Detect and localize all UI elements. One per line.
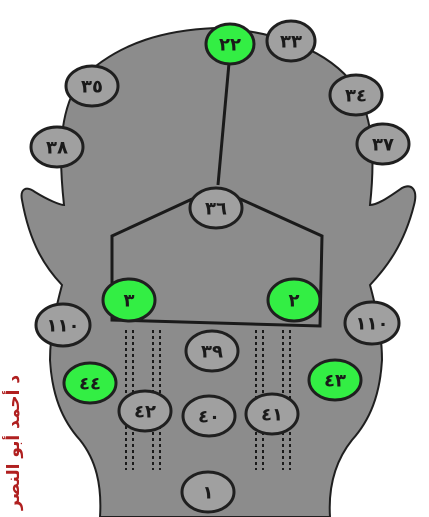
point-node-label: ٣٩	[201, 342, 223, 363]
point-node-n40: ٤٠	[181, 394, 237, 438]
point-node-label: ٣٨	[46, 138, 68, 159]
connector-lines	[110, 51, 324, 328]
point-node-label: ٤٤	[79, 374, 101, 395]
point-node-n42: ٤٢	[117, 389, 173, 433]
point-node-label: ٣٥	[81, 77, 103, 98]
point-node-circle	[343, 300, 401, 346]
point-node-label: ٤١	[261, 405, 283, 426]
dashed-channels	[125, 330, 291, 470]
point-node-label: ٤٣	[324, 371, 346, 392]
point-node-circle	[188, 186, 244, 230]
author-watermark: د أحمد أبو النصر	[4, 374, 24, 510]
point-node-label: ١	[203, 483, 214, 504]
point-node-circle	[244, 392, 300, 436]
point-node-circle	[34, 302, 92, 348]
point-node-label: ١١٠	[356, 314, 389, 335]
point-nodes: ٢٢ ٣٣ ٣٥ ٣٤ ٣٨ ٣٧ ٣٦ ٣ ٢ ١١٠ ١١٠ ٣٩ ٤٤ ٤٣ ٤٢ ٤٠ ٤١ ١	[29, 19, 411, 514]
point-node-circle	[180, 470, 236, 514]
point-node-n110l: ١١٠	[34, 302, 92, 348]
point-node-n1: ١	[180, 470, 236, 514]
point-node-label: ٣٤	[345, 86, 367, 107]
point-node-label: ٣٣	[280, 32, 302, 53]
point-node-n38: ٣٨	[29, 125, 85, 169]
point-node-circle	[29, 125, 85, 169]
point-node-circle	[266, 277, 322, 323]
point-node-n41: ٤١	[244, 392, 300, 436]
point-node-circle	[328, 73, 384, 117]
point-node-n3: ٣	[101, 277, 157, 323]
point-node-n35: ٣٥	[64, 64, 120, 108]
point-node-n44: ٤٤	[62, 361, 118, 405]
point-node-n43: ٤٣	[307, 358, 363, 402]
point-node-label: ١١٠	[47, 316, 80, 337]
point-node-label: ٤٠	[198, 407, 220, 428]
point-node-circle	[181, 394, 237, 438]
point-node-n110r: ١١٠	[343, 300, 401, 346]
point-node-n39: ٣٩	[184, 329, 240, 373]
point-node-circle	[307, 358, 363, 402]
point-node-label: ٤٢	[134, 402, 156, 423]
point-node-circle	[62, 361, 118, 405]
point-node-n34: ٣٤	[328, 73, 384, 117]
point-node-n33: ٣٣	[265, 19, 317, 63]
point-node-circle	[101, 277, 157, 323]
point-node-label: ٣٧	[372, 135, 394, 156]
point-node-label: ٢	[289, 291, 300, 312]
point-node-circle	[184, 329, 240, 373]
pentagon-outline	[110, 186, 324, 328]
line-22-36	[216, 51, 232, 186]
point-node-label: ٣٦	[205, 199, 227, 220]
point-node-n2: ٢	[266, 277, 322, 323]
point-node-circle	[64, 64, 120, 108]
point-node-circle	[355, 122, 411, 166]
point-node-circle	[265, 19, 317, 63]
point-node-n36: ٣٦	[188, 186, 244, 230]
point-node-n22: ٢٢	[204, 22, 256, 66]
point-node-circle	[117, 389, 173, 433]
point-node-circle	[204, 22, 256, 66]
point-node-label: ٣	[124, 291, 135, 312]
point-node-label: ٢٢	[219, 35, 241, 56]
point-node-n37: ٣٧	[355, 122, 411, 166]
